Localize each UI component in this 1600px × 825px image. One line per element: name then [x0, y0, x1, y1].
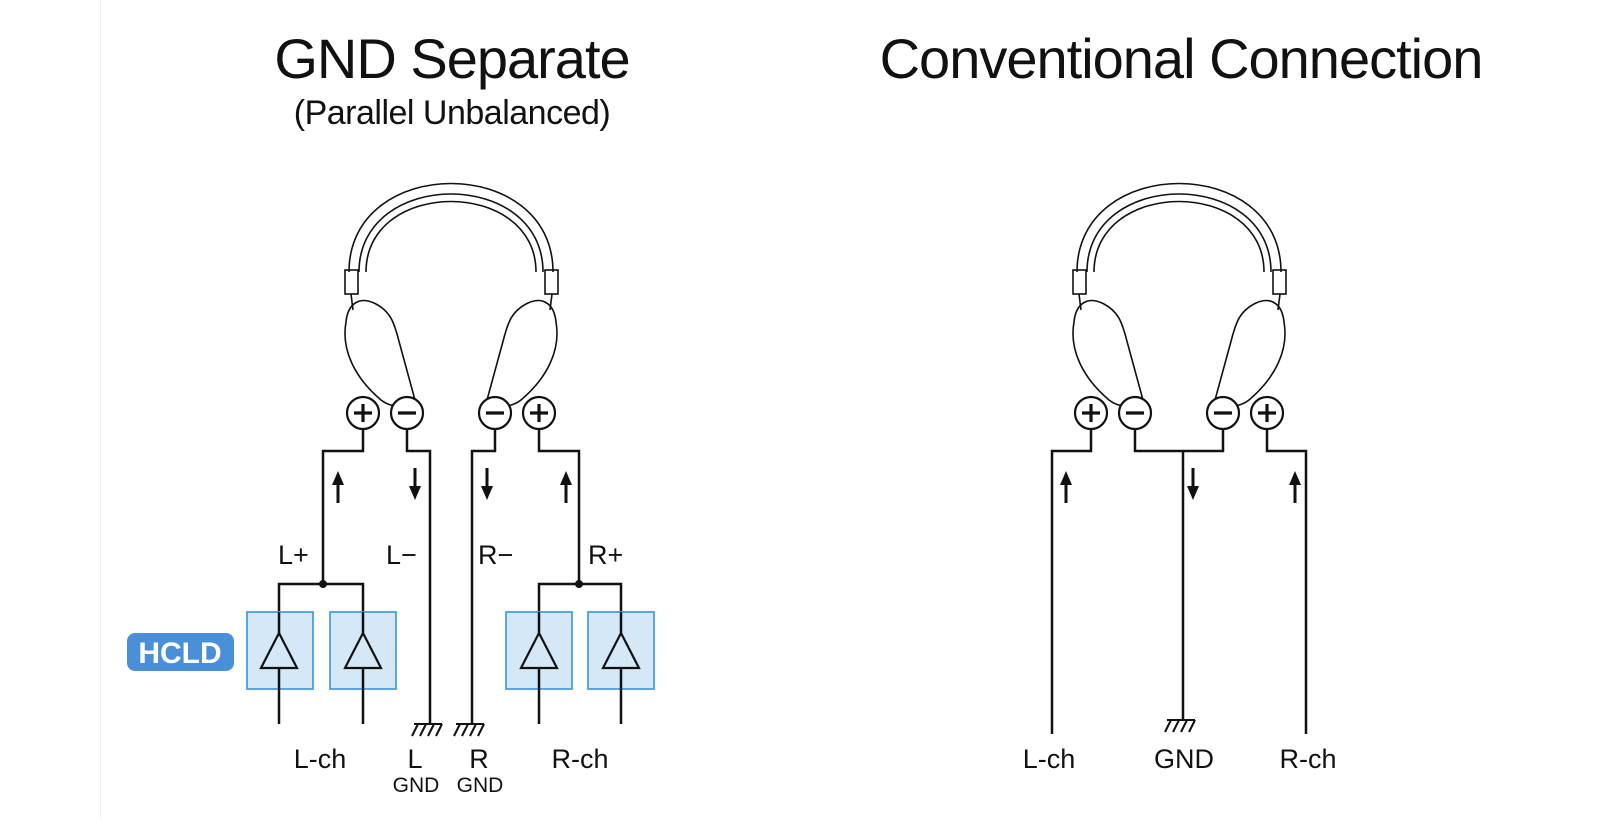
wire-common-return	[1133, 429, 1225, 453]
arrow-up-icon	[1058, 469, 1074, 505]
label-r-ch: R-ch	[1279, 744, 1336, 774]
arrow-down-icon	[407, 466, 423, 502]
amp-box	[246, 611, 314, 724]
junction-r	[575, 580, 583, 588]
left-title: GND Separate	[274, 27, 629, 90]
label-r-ch: R-ch	[551, 744, 608, 774]
wire-l-ch	[1050, 429, 1093, 734]
terminal-l-minus	[1117, 395, 1153, 431]
hcld-badge: HCLD	[127, 633, 234, 671]
arrow-up-icon	[1287, 469, 1303, 505]
label-r-minus: R−	[478, 540, 513, 570]
ground-icon	[411, 723, 443, 737]
label-r-gnd-sub: GND	[457, 774, 504, 797]
label-l-gnd-sub: GND	[393, 774, 440, 797]
terminal-l-plus	[1073, 395, 1109, 431]
headphone-icon	[1072, 182, 1287, 408]
left-subtitle: (Parallel Unbalanced)	[294, 94, 610, 132]
label-l-plus: L+	[278, 540, 309, 570]
arrow-up-icon	[330, 469, 346, 505]
right-title: Conventional Connection	[880, 27, 1483, 90]
terminal-l-plus	[345, 395, 381, 431]
ground-icon	[1164, 719, 1196, 733]
arrow-down-icon	[479, 466, 495, 502]
label-r-gnd: R	[469, 744, 489, 774]
hcld-badge-label: HCLD	[138, 637, 221, 670]
wire-l-plus	[321, 429, 365, 584]
wire-r-minus	[470, 429, 497, 724]
left-divider	[100, 0, 101, 820]
wire-l-split	[277, 582, 365, 612]
label-r-plus: R+	[588, 540, 623, 570]
label-l-gnd: L	[407, 744, 422, 774]
terminal-r-plus	[1249, 395, 1285, 431]
right-panel: Conventional Connection	[880, 27, 1484, 774]
amp-box	[587, 611, 655, 724]
terminal-l-minus	[389, 395, 425, 431]
label-l-minus: L−	[386, 540, 417, 570]
amp-box	[505, 611, 573, 724]
label-l-ch: L-ch	[294, 744, 347, 774]
amp-box	[329, 611, 397, 724]
terminal-r-plus	[521, 395, 557, 431]
wire-r-split	[537, 582, 623, 612]
arrow-up-icon	[558, 469, 574, 505]
label-gnd: GND	[1154, 744, 1214, 774]
label-l-ch: L-ch	[1023, 744, 1076, 774]
terminal-r-minus	[477, 395, 513, 431]
wire-r-plus	[537, 429, 581, 584]
junction-l	[319, 580, 327, 588]
wire-l-minus	[405, 429, 432, 724]
wire-r-ch	[1265, 429, 1308, 734]
arrow-down-icon	[1185, 466, 1201, 502]
ground-icon	[453, 723, 485, 737]
headphone-icon	[344, 182, 559, 408]
terminal-r-minus	[1205, 395, 1241, 431]
left-panel: GND Separate (Parallel Unbalanced)	[127, 27, 655, 797]
